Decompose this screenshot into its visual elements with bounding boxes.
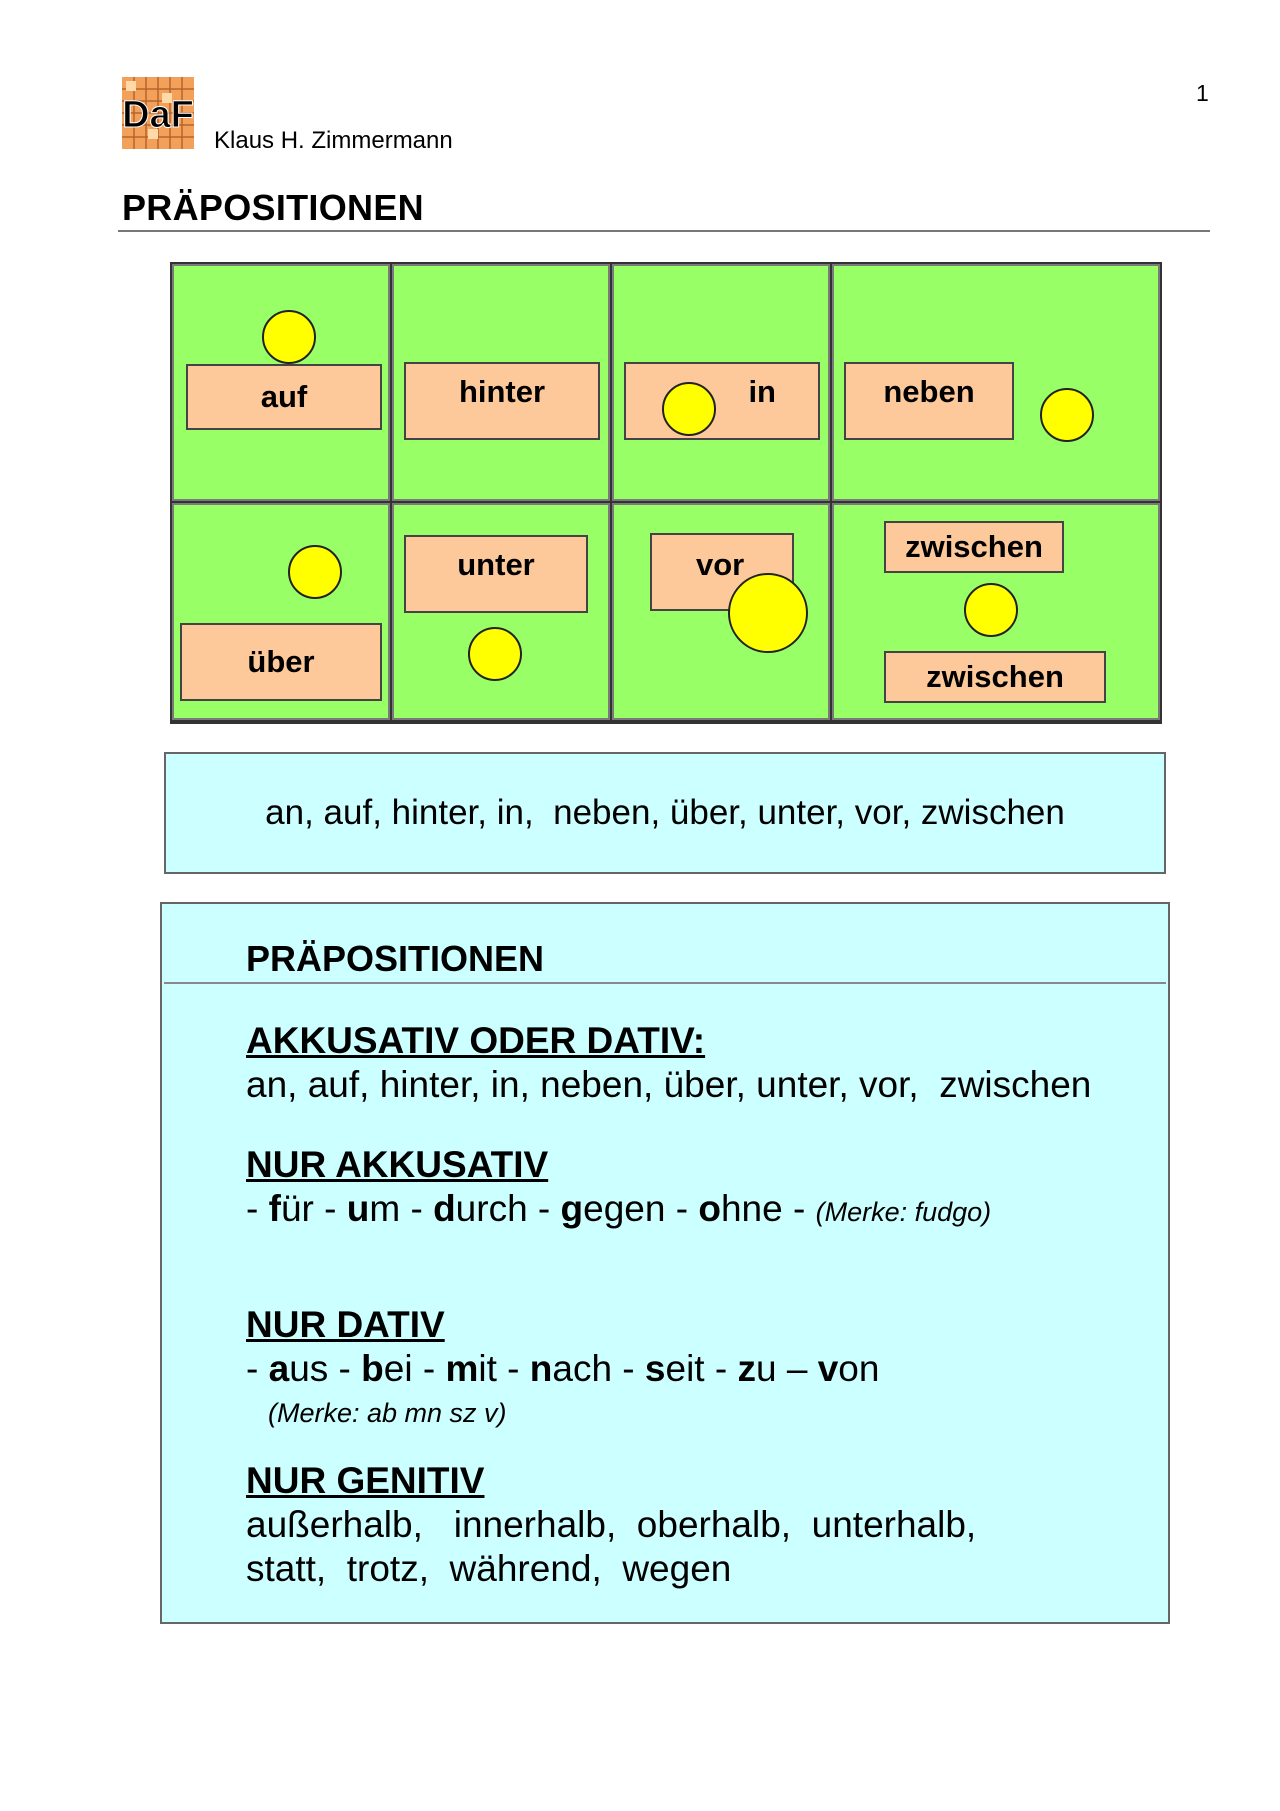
cell-hinter: hinter bbox=[392, 264, 610, 501]
word-initial: b bbox=[361, 1348, 384, 1389]
label-box-neben: neben bbox=[844, 362, 1014, 440]
label-box-ueber: über bbox=[180, 623, 382, 701]
ball bbox=[468, 627, 522, 681]
summary-text: an, auf, hinter, in, neben, über, unter,… bbox=[265, 793, 1065, 832]
author-name: Klaus H. Zimmermann bbox=[214, 127, 453, 154]
akk-text: - für - um - durch - gegen - ohne - (Mer… bbox=[246, 1188, 991, 1230]
label-box-zwischen-top: zwischen bbox=[884, 521, 1064, 573]
info-panel: PRÄPOSITIONEN AKKUSATIV ODER DATIV: an, … bbox=[160, 902, 1170, 1624]
word-rest: it bbox=[478, 1348, 497, 1389]
word-initial: d bbox=[433, 1188, 456, 1229]
word-rest: m bbox=[369, 1188, 401, 1229]
dat-text: - aus - bei - mit - nach - seit - zu – v… bbox=[246, 1348, 879, 1390]
akk-dat-heading: AKKUSATIV ODER DATIV: bbox=[246, 1020, 706, 1061]
word-initial: v bbox=[817, 1348, 839, 1389]
word-initial: s bbox=[644, 1348, 666, 1389]
word-initial: u bbox=[346, 1188, 370, 1229]
label-box-auf: auf bbox=[186, 364, 382, 430]
ball bbox=[1040, 388, 1094, 442]
word-rest: urch bbox=[455, 1188, 528, 1229]
daf-logo: DaF bbox=[122, 77, 194, 149]
cell-unter: unter bbox=[392, 503, 610, 720]
akk-hint: (Merke: fudgo) bbox=[815, 1197, 992, 1227]
label-in: in bbox=[748, 374, 776, 409]
preposition-diagram: auf hinter in neben über unter vor zwisc… bbox=[170, 262, 1162, 724]
cell-vor: vor bbox=[612, 503, 830, 720]
word-initial: g bbox=[560, 1188, 584, 1229]
word-initial: o bbox=[698, 1188, 721, 1229]
word-rest: egen bbox=[583, 1188, 666, 1229]
word-rest: ach bbox=[552, 1348, 613, 1389]
gen-line2: statt, trotz, während, wegen bbox=[246, 1548, 732, 1589]
word-initial: a bbox=[268, 1348, 290, 1389]
ball bbox=[262, 310, 316, 364]
cell-zwischen: zwischen zwischen bbox=[832, 503, 1160, 720]
gen-line1: außerhalb, innerhalb, oberhalb, unterhal… bbox=[246, 1504, 977, 1545]
dat-hint: (Merke: ab mn sz v) bbox=[268, 1398, 507, 1428]
gen-heading: NUR GENITIV bbox=[246, 1460, 485, 1501]
svg-text:DaF: DaF bbox=[122, 94, 194, 136]
ball bbox=[964, 583, 1018, 637]
info-divider bbox=[164, 982, 1166, 984]
dat-heading: NUR DATIV bbox=[246, 1304, 445, 1345]
akk-dat-text: an, auf, hinter, in, neben, über, unter,… bbox=[246, 1064, 1092, 1105]
ball bbox=[662, 382, 716, 436]
word-rest: on bbox=[838, 1348, 880, 1389]
word-rest: hne bbox=[720, 1188, 783, 1229]
label-box-hinter: hinter bbox=[404, 362, 600, 440]
label-box-in: in bbox=[624, 362, 820, 440]
info-title: PRÄPOSITIONEN bbox=[246, 938, 545, 979]
cell-auf: auf bbox=[172, 264, 390, 501]
ball bbox=[288, 545, 342, 599]
word-initial: z bbox=[737, 1348, 756, 1389]
word-rest: eit bbox=[665, 1348, 705, 1389]
page-number: 1 bbox=[1196, 80, 1209, 106]
dat-words: - aus - bei - mit - nach - seit - zu – v… bbox=[246, 1348, 880, 1389]
title-divider bbox=[118, 230, 1210, 232]
ball bbox=[728, 573, 808, 653]
page-title: PRÄPOSITIONEN bbox=[122, 187, 424, 228]
cell-in: in bbox=[612, 264, 830, 501]
word-initial: m bbox=[445, 1348, 479, 1389]
word-initial: n bbox=[529, 1348, 553, 1389]
word-rest: ür bbox=[280, 1188, 314, 1229]
cell-neben: neben bbox=[832, 264, 1160, 501]
word-rest: u bbox=[755, 1348, 777, 1389]
label-box-unter: unter bbox=[404, 535, 588, 613]
preposition-summary-box: an, auf, hinter, in, neben, über, unter,… bbox=[164, 752, 1166, 874]
akk-words: - für - um - durch - gegen - ohne - bbox=[246, 1188, 816, 1229]
word-rest: ei bbox=[383, 1348, 413, 1389]
label-vor: vor bbox=[696, 547, 745, 582]
word-initial: f bbox=[268, 1188, 281, 1229]
cell-ueber: über bbox=[172, 503, 390, 720]
akk-heading: NUR AKKUSATIV bbox=[246, 1144, 549, 1185]
word-rest: us bbox=[289, 1348, 329, 1389]
label-box-zwischen-bottom: zwischen bbox=[884, 651, 1106, 703]
